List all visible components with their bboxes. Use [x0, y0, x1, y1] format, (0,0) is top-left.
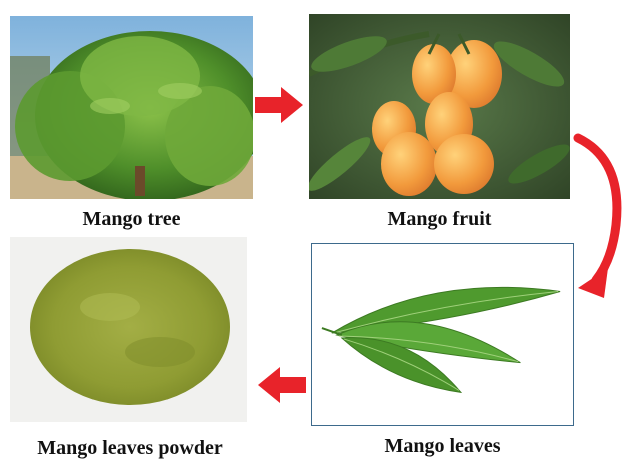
mango-fruit-image — [309, 14, 570, 199]
mango-tree-image — [10, 16, 253, 199]
caption-mango-leaves-powder: Mango leaves powder — [0, 437, 260, 460]
mango-leaves-image — [311, 243, 574, 426]
curved-arrow-icon — [568, 130, 628, 305]
caption-mango-fruit: Mango fruit — [309, 208, 570, 231]
caption-mango-leaves: Mango leaves — [311, 435, 574, 458]
mango-leaves-powder-image — [10, 237, 247, 422]
arrow-left-icon — [256, 365, 306, 405]
caption-mango-tree: Mango tree — [10, 208, 253, 231]
arrow-right-icon — [255, 85, 305, 125]
